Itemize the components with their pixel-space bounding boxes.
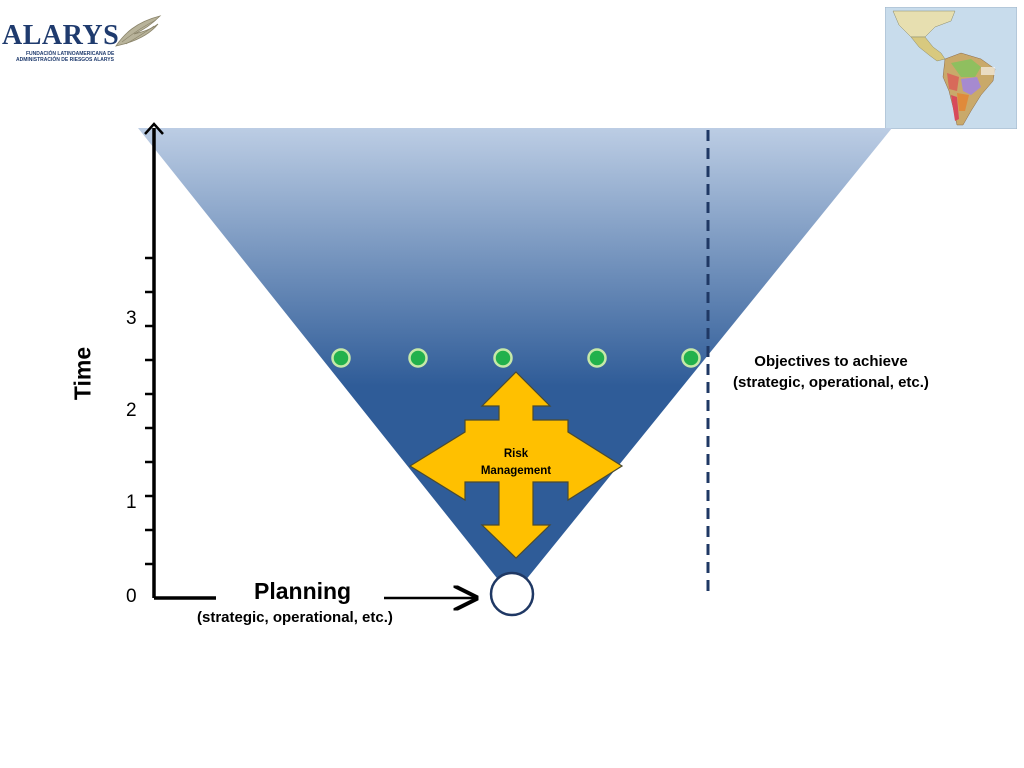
wing-icon bbox=[115, 15, 162, 47]
tick-label-3: 3 bbox=[126, 308, 137, 329]
risk-management-label: Risk Management bbox=[466, 446, 566, 480]
tick-label-1: 1 bbox=[126, 492, 137, 513]
planning-sublabel: (strategic, operational, etc.) bbox=[197, 609, 393, 626]
milestone-dots bbox=[331, 348, 701, 368]
planning-label: Planning bbox=[254, 578, 352, 604]
objectives-label: Objectives to achieve (strategic, operat… bbox=[716, 351, 946, 393]
origin-circle bbox=[489, 571, 535, 617]
logo-wordmark: ALARYS bbox=[2, 20, 120, 51]
tick-label-0: 0 bbox=[126, 586, 137, 607]
latin-america-map-icon bbox=[885, 7, 1017, 129]
objectives-line2: (strategic, operational, etc.) bbox=[733, 374, 929, 391]
time-axis-title: Time bbox=[69, 346, 96, 401]
logo-subtitle-line2: ADMINISTRACIÓN DE RIESGOS ALARYS bbox=[16, 57, 114, 63]
milestone-dot bbox=[331, 348, 351, 368]
risk-management-arrow-icon bbox=[408, 371, 624, 559]
risk-line1: Risk bbox=[503, 448, 529, 460]
risk-line2: Management bbox=[480, 465, 552, 477]
time-axis-ticks bbox=[145, 256, 154, 566]
milestone-dot bbox=[681, 348, 701, 368]
milestone-dot bbox=[587, 348, 607, 368]
planning-cone bbox=[138, 128, 892, 597]
time-axis-arrowhead bbox=[144, 122, 164, 135]
logo-subtitle-line1: FUNDACIÓN LATINOAMERICANA DE bbox=[26, 51, 115, 57]
tick-label-2: 2 bbox=[126, 400, 137, 421]
milestone-dot bbox=[408, 348, 428, 368]
alarys-logo: ALARYS FUNDACIÓN LATINOAMERICANA DE ADMI… bbox=[2, 8, 162, 63]
objectives-line1: Objectives to achieve bbox=[754, 353, 908, 370]
milestone-dot bbox=[493, 348, 513, 368]
